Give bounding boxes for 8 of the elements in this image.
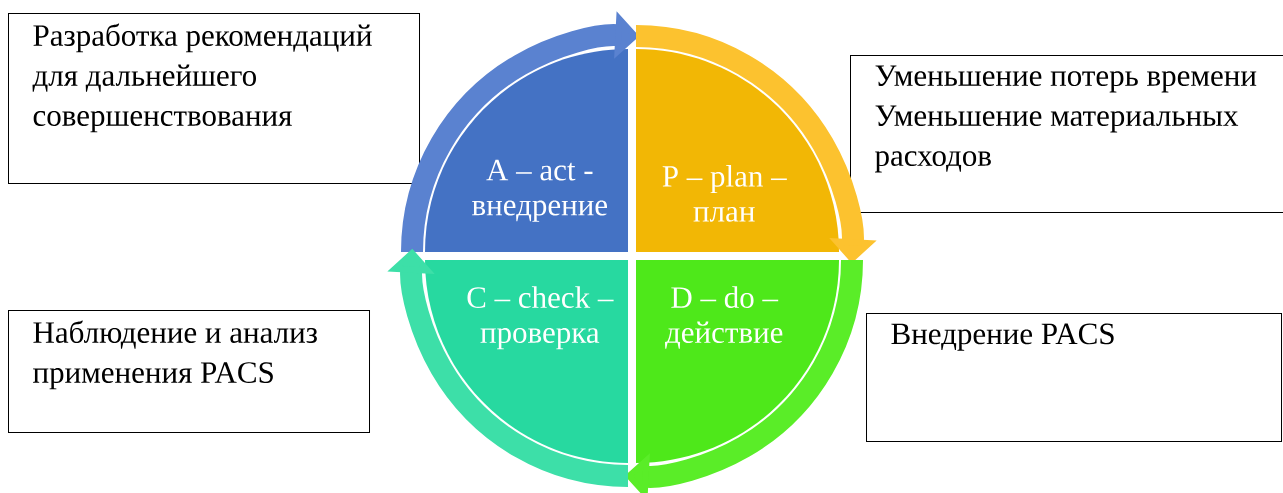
text-box: Внедрение PACS: [866, 313, 1282, 442]
text-box: Разработка рекомендаций для дальнейшего совершенствования: [8, 13, 420, 184]
quadrant: A – act - внедрение: [425, 49, 628, 252]
quadrant: C – check – проверка: [425, 260, 628, 463]
quadrant: P – plan – план: [636, 49, 839, 252]
text-box: Наблюдение и анализ применения PACS: [8, 310, 370, 433]
quadrant: D – do – действие: [636, 260, 839, 463]
text-box: Уменьшение потерь времени Уменьшение материальных расходов: [850, 55, 1283, 213]
